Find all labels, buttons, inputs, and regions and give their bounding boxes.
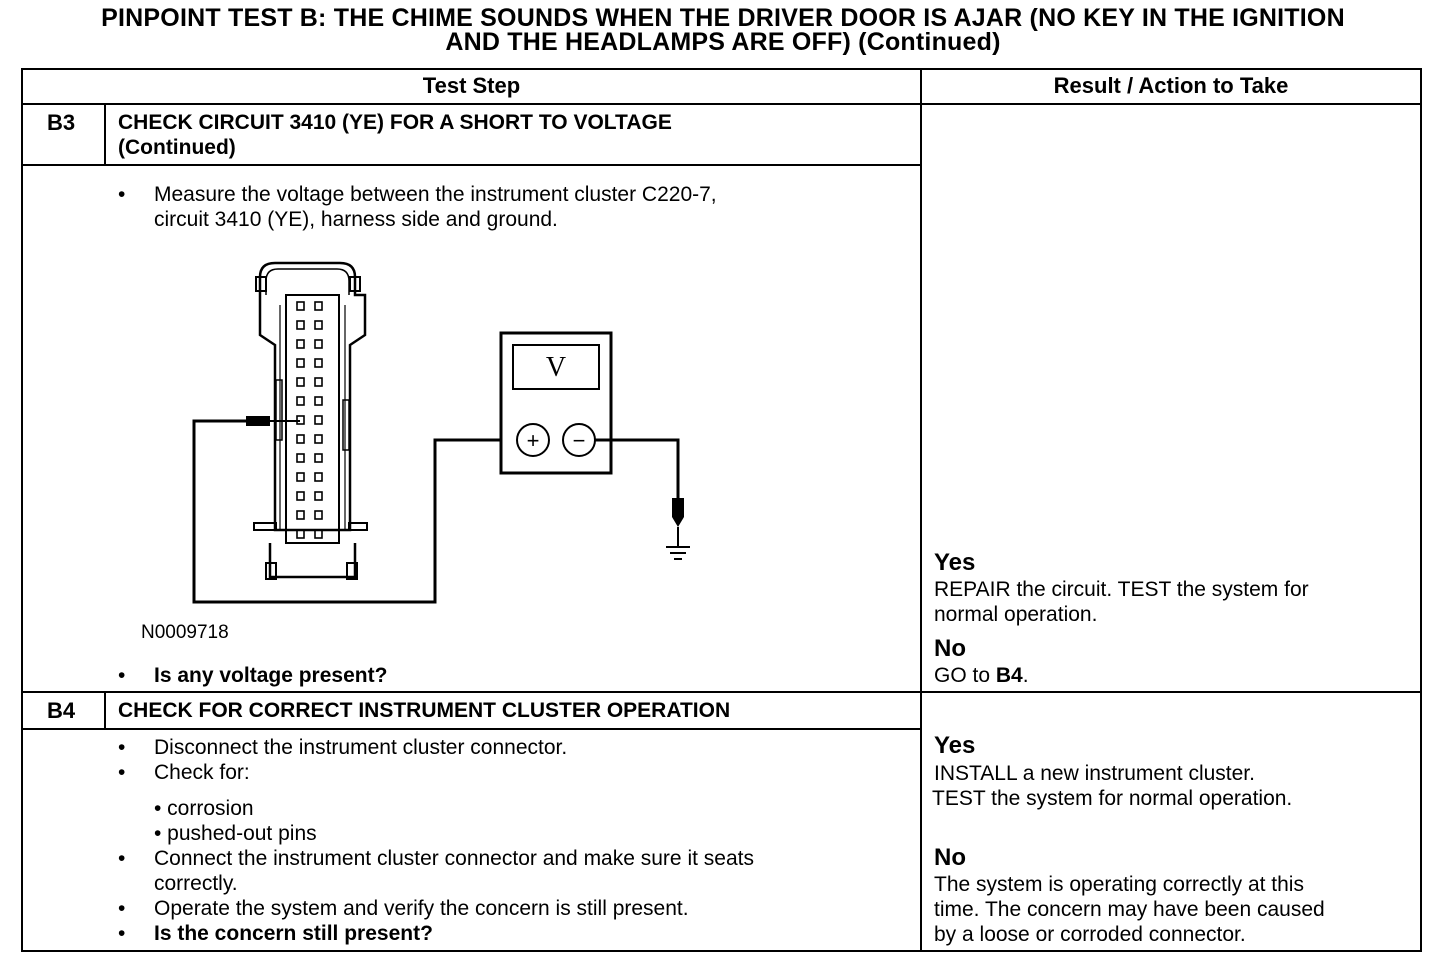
- connector-body: [258, 261, 367, 532]
- b3-bullet-1-line-2: circuit 3410 (YE), harness side and grou…: [154, 208, 558, 231]
- b4-no-line-1: The system is operating correctly at thi…: [934, 873, 1304, 896]
- b4-sub-item-corrosion: • corrosion: [154, 797, 254, 820]
- b3-yes-label: Yes: [934, 549, 976, 576]
- bullet-dot: •: [118, 183, 126, 206]
- b3-yes-line-2: normal operation.: [934, 603, 1098, 626]
- header-result: Result / Action to Take: [1053, 73, 1289, 98]
- b4-sub-item-pushed-out-pins: • pushed-out pins: [154, 822, 317, 845]
- b3-no-ref: B4: [995, 664, 1023, 687]
- bullet-dot: •: [118, 736, 126, 759]
- minus-sign: −: [573, 428, 586, 453]
- positive-terminal: [516, 423, 550, 457]
- b4-bullet-5-text: Is the concern still present?: [154, 922, 433, 945]
- voltmeter-display: [512, 344, 600, 390]
- b4-yes-line-1: INSTALL a new instrument cluster.: [934, 762, 1255, 785]
- b3-heading-line-1: CHECK CIRCUIT 3410 (YE) FOR A SHORT TO V…: [118, 111, 672, 134]
- ground-icon: [666, 546, 690, 560]
- b4-id-divider: [104, 691, 106, 729]
- b4-no-line-2: time. The concern may have been caused: [934, 898, 1325, 921]
- row-divider: [21, 691, 1422, 693]
- header-test-step: Test Step: [422, 73, 521, 98]
- b3-id-divider: [104, 103, 106, 165]
- b3-heading-divider: [21, 164, 922, 166]
- title-line-1: PINPOINT TEST B: THE CHIME SOUNDS WHEN T…: [101, 4, 1345, 32]
- title-line-2: AND THE HEADLAMPS ARE OFF) (Continued): [445, 28, 1001, 56]
- bullet-dot: •: [118, 847, 126, 870]
- bullet-dot: •: [118, 664, 126, 687]
- b4-bullet-3-line-2: correctly.: [154, 872, 238, 895]
- meter-lead-positive: [192, 419, 520, 604]
- b3-heading-line-2: (Continued): [118, 136, 236, 159]
- b4-no-line-3: by a loose or corroded connector.: [934, 923, 1246, 946]
- page-title: PINPOINT TEST B: THE CHIME SOUNDS WHEN T…: [0, 4, 1446, 56]
- b4-no-label: No: [934, 844, 966, 871]
- probe-tip-connector: [246, 416, 270, 426]
- ground-probe: [672, 498, 684, 527]
- b4-bullet-2-text: Check for:: [154, 761, 250, 784]
- plus-sign: +: [527, 428, 540, 453]
- b3-yes-line-1: REPAIR the circuit. TEST the system for: [934, 578, 1309, 601]
- b4-heading: CHECK FOR CORRECT INSTRUMENT CLUSTER OPE…: [118, 699, 731, 722]
- b4-bullet-3-line-1: Connect the instrument cluster connector…: [154, 847, 754, 870]
- pinpoint-table: [21, 68, 1422, 952]
- meter-lead-negative: [595, 438, 680, 500]
- header-divider: [21, 103, 1422, 105]
- bullet-dot: •: [118, 897, 126, 920]
- b4-bullet-1-text: Disconnect the instrument cluster connec…: [154, 736, 568, 759]
- b3-no-action: GO to B4.: [934, 663, 1029, 688]
- bullet-dot: •: [118, 922, 126, 945]
- b4-yes-line-2: TEST the system for normal operation.: [932, 787, 1293, 810]
- b3-question-text: Is any voltage present?: [154, 664, 388, 687]
- b3-bullet-1-line-1: Measure the voltage between the instrume…: [154, 183, 717, 206]
- b3-no-prefix: GO to: [934, 664, 996, 687]
- voltmeter-label: V: [546, 352, 566, 383]
- b4-heading-divider: [21, 728, 922, 730]
- figure-id: N0009718: [141, 622, 229, 643]
- wiring-diagram: V + −: [192, 261, 690, 604]
- b4-bullet-4-text: Operate the system and verify the concer…: [154, 897, 689, 920]
- b3-no-label: No: [934, 635, 966, 662]
- column-divider: [920, 68, 922, 952]
- connector-pins: [296, 301, 323, 539]
- step-id-b4: B4: [47, 698, 76, 723]
- b4-yes-label: Yes: [934, 732, 976, 759]
- step-id-b3: B3: [47, 110, 76, 135]
- b3-no-suffix: .: [1022, 664, 1029, 687]
- bullet-dot: •: [118, 761, 126, 784]
